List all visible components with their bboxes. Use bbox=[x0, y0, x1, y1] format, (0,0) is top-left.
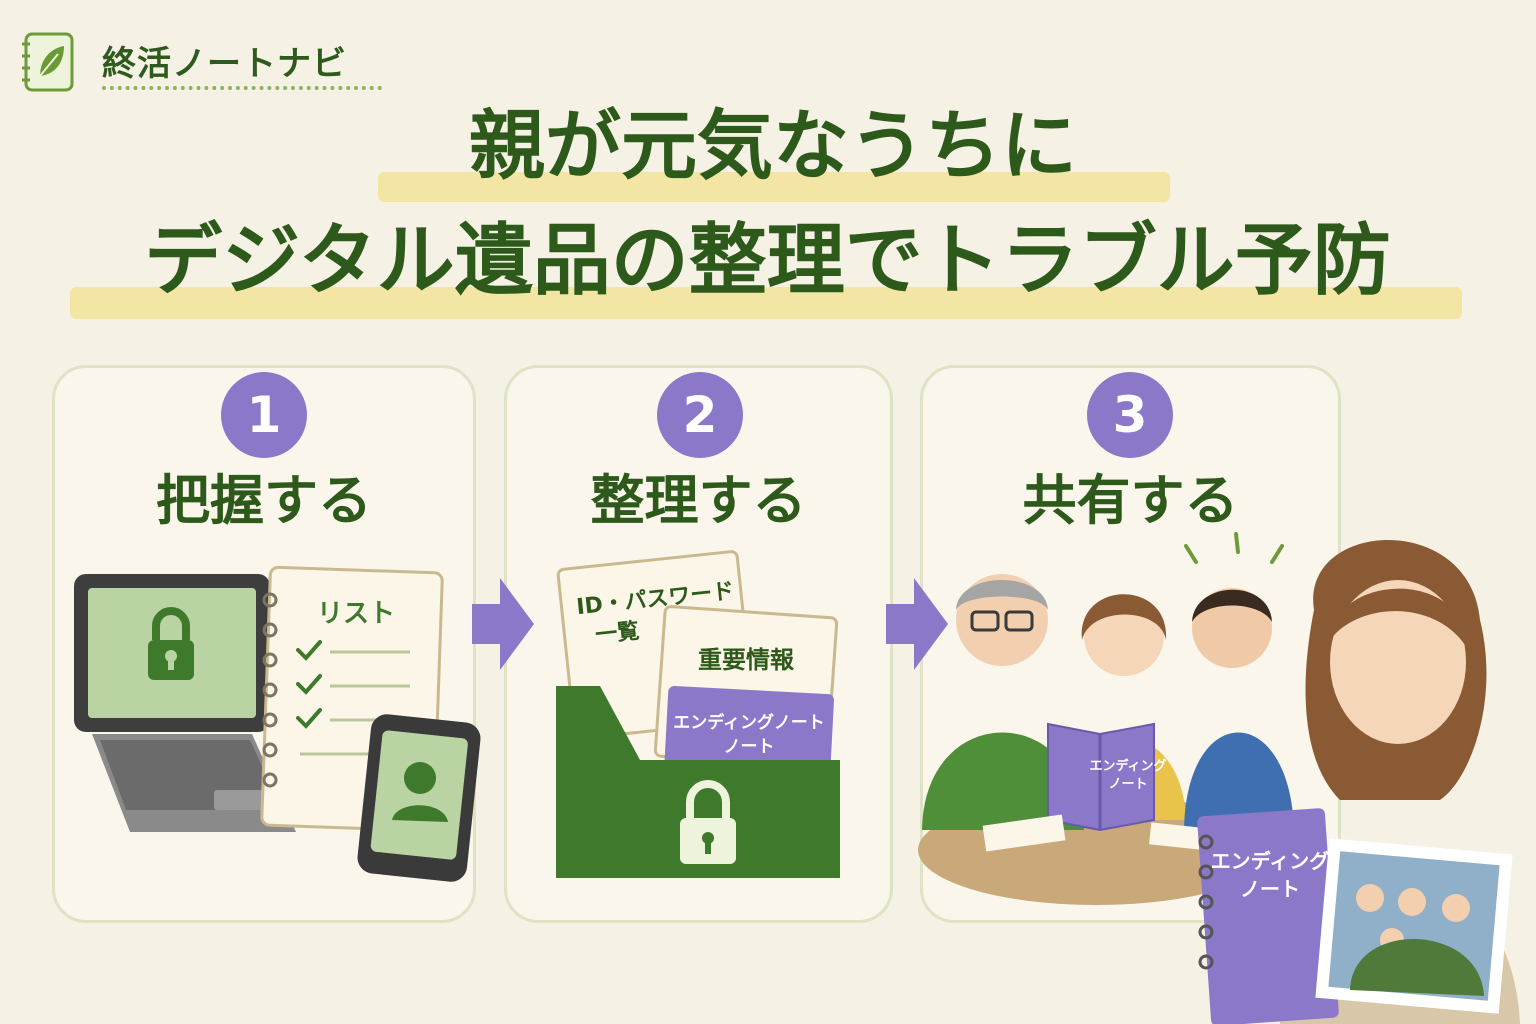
ending-note-book: エンディング ノート bbox=[1197, 808, 1339, 1024]
step-number-badge: 2 bbox=[657, 372, 743, 458]
family-book-label-2: ノート bbox=[1108, 777, 1147, 792]
leaf-notebook-icon bbox=[22, 32, 74, 92]
green-lockbox-icon bbox=[556, 686, 840, 878]
list-label: リスト bbox=[317, 599, 395, 629]
brand-underline bbox=[102, 86, 382, 90]
woman-book-label-2: ノート bbox=[1240, 877, 1300, 901]
step-title: 共有する bbox=[1022, 469, 1239, 532]
laptop-lock-icon bbox=[74, 574, 296, 832]
step-title: 整理する bbox=[590, 469, 807, 532]
step-number-badge: 1 bbox=[221, 372, 307, 458]
headline-highlight-1 bbox=[378, 172, 1170, 202]
woman-book-label: エンディング bbox=[1211, 849, 1330, 873]
id-password-label-2: 一覧 bbox=[594, 618, 640, 648]
family-photo bbox=[1315, 838, 1513, 1014]
arrow-right-icon bbox=[472, 578, 534, 670]
headline-highlight-2 bbox=[70, 287, 1462, 319]
family-book-label: エンディング bbox=[1089, 758, 1166, 774]
important-info-label: 重要情報 bbox=[698, 646, 795, 674]
brand-logo[interactable]: 終活ノートナビ bbox=[18, 30, 382, 92]
smartphone-user-icon bbox=[357, 714, 481, 882]
step-title: 把握する bbox=[156, 469, 372, 532]
arrow-right-icon bbox=[886, 578, 948, 670]
folder-label-2: ノート bbox=[724, 737, 775, 757]
headline-line-1: 親が元気なうちに bbox=[469, 101, 1077, 190]
folder-label: エンディングノート bbox=[673, 712, 824, 733]
family-illustration: エンディング ノート bbox=[918, 574, 1294, 905]
headline-line-2: デジタル遺品の整理でトラブル予防 bbox=[144, 216, 1391, 306]
brand-name: 終活ノートナビ bbox=[102, 44, 347, 84]
step-number-badge: 3 bbox=[1087, 372, 1173, 458]
